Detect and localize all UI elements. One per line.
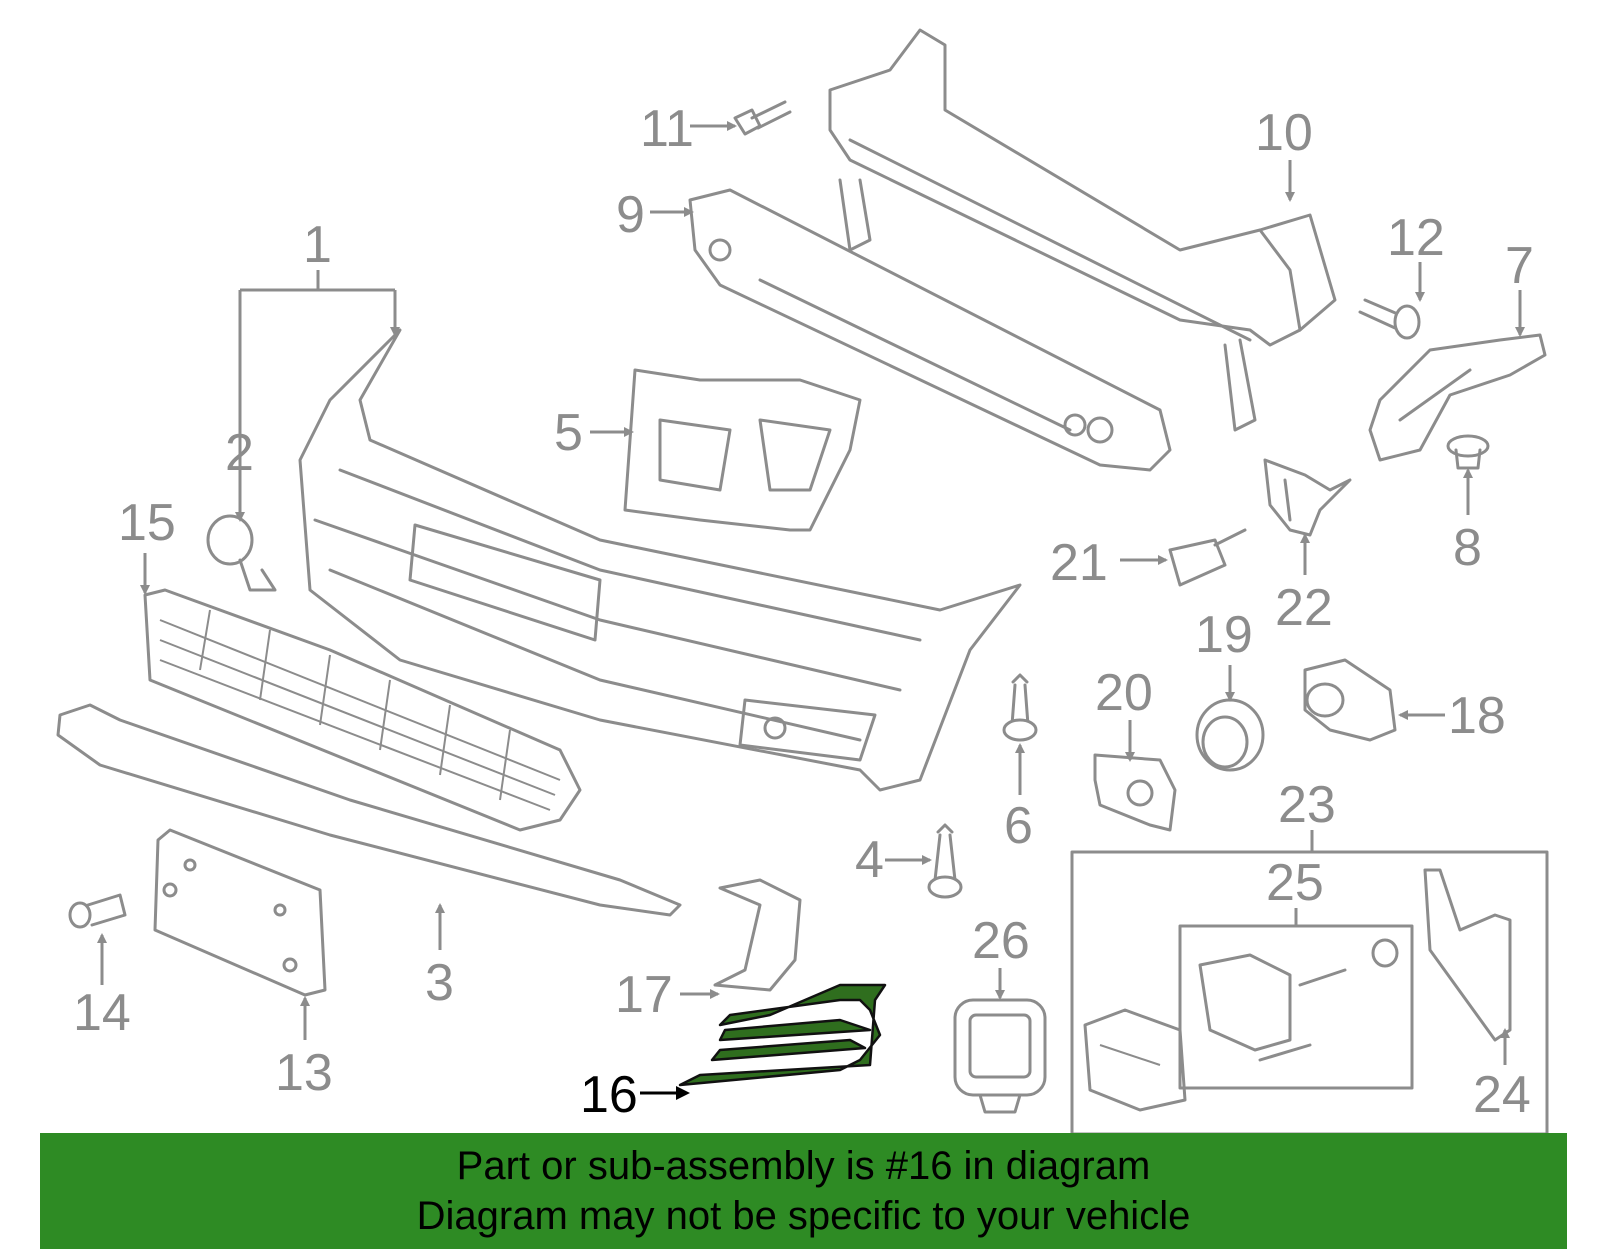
part-8-clip [1446, 434, 1490, 470]
part-15-lower-grille [143, 588, 582, 832]
callout-7: 7 [1505, 237, 1534, 295]
part-9-energy-absorber [688, 188, 1172, 472]
part-26-sensor-bezel [953, 998, 1047, 1114]
part-20-sensor-holder [1093, 753, 1177, 832]
part-6-screw [1002, 673, 1038, 742]
callout-26: 26 [972, 912, 1030, 970]
leader-lines [97, 121, 1525, 1065]
callout-24: 24 [1473, 1066, 1531, 1124]
part-22-plate-bracket [1263, 458, 1352, 537]
callout-8: 8 [1453, 519, 1482, 577]
callout-3: 3 [425, 954, 454, 1012]
part-5-bracket [623, 368, 862, 532]
callout-13: 13 [275, 1044, 333, 1102]
part-3-lower-trim [56, 703, 682, 917]
callout-6: 6 [1004, 797, 1033, 855]
callout-15: 15 [118, 494, 176, 552]
callout-9: 9 [616, 186, 645, 244]
part-4-screw [927, 823, 963, 899]
info-banner: Part or sub-assembly is #16 in diagram D… [40, 1133, 1567, 1249]
callout-20: 20 [1095, 664, 1153, 722]
part-18-parking-sensor [1303, 658, 1397, 742]
callout-23: 23 [1278, 776, 1336, 834]
part-12-bolt [1358, 298, 1421, 340]
part-13-license-bracket [153, 828, 327, 997]
part-10-reinforcement-bar [828, 28, 1337, 432]
banner-part-note: Part or sub-assembly is #16 in diagram [456, 1144, 1151, 1188]
callout-17: 17 [615, 966, 673, 1024]
callout-16: 16 [580, 1066, 638, 1124]
callout-10: 10 [1255, 104, 1313, 162]
callout-labels: 1 2 3 4 5 6 7 8 9 10 11 12 13 14 15 16 1… [73, 100, 1534, 1124]
callout-25: 25 [1266, 854, 1324, 912]
callout-2: 2 [225, 424, 254, 482]
part-24-bracket [1423, 868, 1512, 1042]
callout-22: 22 [1275, 579, 1333, 637]
part-1-bumper-cover [298, 328, 1022, 792]
leader-16-arrowhead [676, 1086, 690, 1100]
part-14-push-pin [68, 893, 127, 929]
callout-19: 19 [1195, 606, 1253, 664]
part-21-connector [1168, 528, 1247, 587]
part-2-cap [206, 514, 277, 592]
callout-12: 12 [1387, 209, 1445, 267]
banner-disclaimer: Diagram may not be specific to your vehi… [416, 1194, 1191, 1238]
callout-14: 14 [73, 984, 131, 1042]
part-16-fog-grille-highlighted [678, 983, 887, 1087]
part-7-side-bracket [1368, 333, 1547, 462]
callout-5: 5 [554, 404, 583, 462]
callout-4: 4 [855, 831, 884, 889]
callout-18: 18 [1448, 687, 1506, 745]
part-11-bolt [733, 100, 792, 136]
part-17-small-bracket [713, 878, 802, 992]
callout-11: 11 [640, 100, 694, 158]
part-23-kit-box [1070, 850, 1549, 1136]
part-25-subkit-box [1178, 924, 1414, 1090]
part-19-ring [1195, 698, 1265, 772]
callout-21: 21 [1050, 534, 1108, 592]
callout-1: 1 [303, 216, 332, 274]
